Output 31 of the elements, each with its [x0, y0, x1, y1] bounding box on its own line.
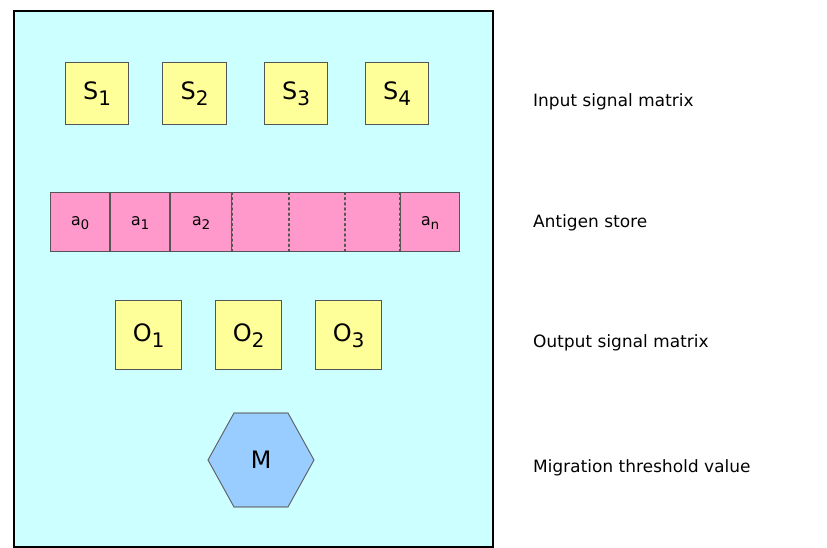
empty-slot	[345, 192, 400, 252]
empty-slot	[289, 192, 345, 252]
signal-box	[215, 300, 282, 370]
signal-box	[162, 62, 227, 125]
antigen-slot	[50, 192, 110, 252]
node-label: S$_{3}$	[282, 77, 310, 110]
row-caption: Output signal matrix	[533, 332, 709, 352]
antigen-slot	[400, 192, 460, 252]
node-label: a$_{n}$	[420, 210, 440, 234]
node-label: O$_{3}$	[332, 318, 364, 352]
signal-box	[115, 300, 182, 370]
signal-box	[315, 300, 382, 370]
node-label: O$_{2}$	[232, 318, 264, 352]
signal-box	[65, 62, 129, 125]
row-caption: Migration threshold value	[533, 457, 750, 477]
node-label: a$_{1}$	[130, 210, 150, 234]
row-caption: Input signal matrix	[533, 91, 694, 111]
antigen-slot	[170, 192, 232, 252]
node-label: S$_{2}$	[180, 77, 208, 110]
node-label: a$_{0}$	[70, 210, 90, 234]
node-label: O$_{1}$	[132, 318, 164, 352]
node-label: a$_{2}$	[192, 210, 210, 234]
signal-box	[264, 62, 328, 125]
cell-panel	[13, 10, 494, 548]
node-label: S$_{1}$	[83, 77, 111, 110]
empty-slot	[232, 192, 289, 252]
node-label: M	[250, 446, 272, 474]
node-label: S$_{4}$	[383, 77, 411, 110]
antigen-slot	[110, 192, 170, 252]
row-caption: Antigen store	[533, 212, 648, 232]
signal-box	[365, 62, 429, 125]
